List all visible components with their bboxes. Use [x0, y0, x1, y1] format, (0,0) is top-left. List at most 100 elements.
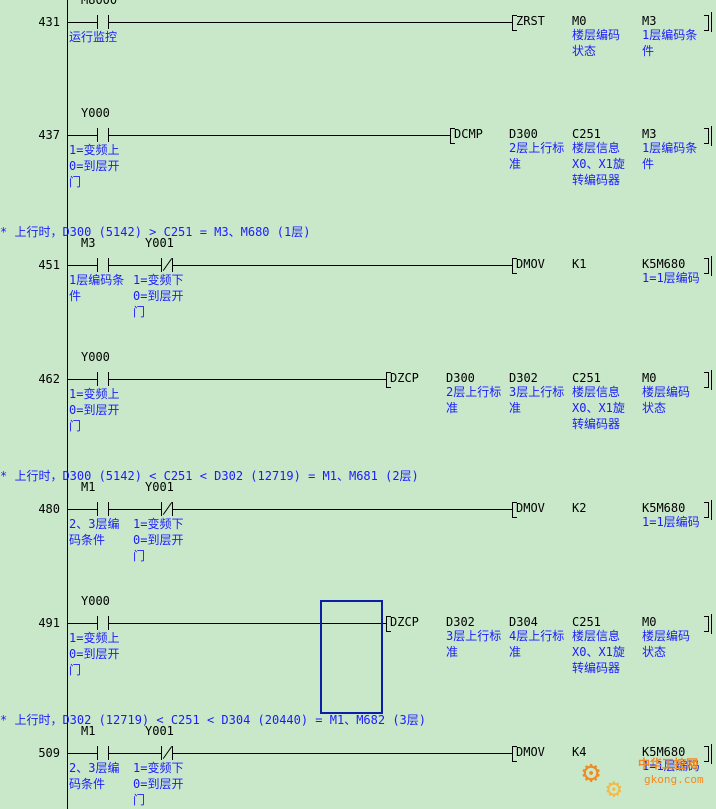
- left-power-rail: [67, 0, 68, 809]
- instruction-mnemonic[interactable]: DMOV: [516, 257, 545, 271]
- contact-comment: 1层编码条: [69, 273, 125, 287]
- no-contact[interactable]: [97, 746, 109, 760]
- step-number: 491: [38, 616, 60, 630]
- rung-wire: [68, 753, 512, 754]
- no-contact[interactable]: [97, 372, 109, 386]
- contact-comment: 门: [133, 793, 146, 807]
- operand-comment: 楼层信息: [572, 141, 621, 155]
- operand-device[interactable]: C251: [572, 127, 601, 141]
- right-power-rail: [711, 12, 712, 32]
- contact-comment: 运行监控: [69, 30, 118, 44]
- operand-device[interactable]: K5M680: [642, 501, 686, 515]
- operand-comment: 楼层编码: [642, 629, 691, 643]
- contact-comment: 0=到层开: [133, 777, 184, 791]
- operand-device[interactable]: C251: [572, 615, 601, 629]
- rung-wire: [68, 22, 512, 23]
- contact-device-label: Y001: [145, 724, 174, 738]
- selection-cursor[interactable]: [320, 600, 383, 714]
- no-contact[interactable]: [97, 15, 109, 29]
- operand-device[interactable]: K5M680: [642, 745, 686, 759]
- instruction-mnemonic[interactable]: DMOV: [516, 745, 545, 759]
- operand-comment: 楼层编码: [572, 28, 621, 42]
- operand-comment: 3层上行标: [446, 629, 502, 643]
- operand-device[interactable]: D302: [446, 615, 475, 629]
- gear-icon: ⚙: [582, 755, 601, 790]
- operand-comment: 楼层信息: [572, 385, 621, 399]
- contact-comment: 0=到层开: [69, 159, 120, 173]
- contact-device-label: M8000: [81, 0, 118, 7]
- instruction-bracket-close: [704, 372, 709, 388]
- operand-comment: 1=1层编码: [642, 759, 700, 773]
- operand-comment: 件: [642, 44, 655, 58]
- contact-comment: 1=变频上: [69, 143, 120, 157]
- rung-wire: [68, 135, 450, 136]
- step-number: 462: [38, 372, 60, 386]
- contact-device-label: Y001: [145, 236, 174, 250]
- instruction-bracket-open: [386, 372, 391, 388]
- no-contact[interactable]: [97, 616, 109, 630]
- operand-device[interactable]: D300: [509, 127, 538, 141]
- operand-comment: X0、X1旋: [572, 401, 625, 415]
- contact-comment: 1=变频下: [133, 761, 184, 775]
- no-contact[interactable]: [97, 258, 109, 272]
- nc-contact[interactable]: [161, 258, 173, 272]
- operand-comment: 准: [446, 401, 459, 415]
- instruction-bracket-close: [704, 128, 709, 144]
- contact-device-label: M1: [81, 480, 96, 494]
- contact-device-label: Y000: [81, 106, 110, 120]
- contact-comment: 门: [69, 175, 82, 189]
- operand-device[interactable]: D304: [509, 615, 538, 629]
- operand-comment: 准: [446, 645, 459, 659]
- instruction-mnemonic[interactable]: DZCP: [390, 615, 419, 629]
- contact-comment: 0=到层开: [133, 533, 184, 547]
- statement-comment: * 上行时，D302 (12719) < C251 < D304 (20440)…: [0, 713, 427, 727]
- operand-device[interactable]: M0: [642, 615, 657, 629]
- instruction-bracket-close: [704, 258, 709, 274]
- operand-device[interactable]: D300: [446, 371, 475, 385]
- operand-comment: 转编码器: [572, 173, 621, 187]
- statement-comment: * 上行时，D300 (5142) < C251 < D302 (12719) …: [0, 469, 419, 483]
- operand-comment: 状态: [572, 44, 597, 58]
- contact-comment: 门: [133, 305, 146, 319]
- contact-device-label: Y000: [81, 350, 110, 364]
- operand-device[interactable]: M3: [642, 14, 657, 28]
- nc-contact[interactable]: [161, 746, 173, 760]
- contact-comment: 门: [69, 419, 82, 433]
- no-contact[interactable]: [97, 128, 109, 142]
- operand-device[interactable]: K2: [572, 501, 587, 515]
- operand-device[interactable]: M3: [642, 127, 657, 141]
- operand-comment: 1=1层编码: [642, 271, 700, 285]
- operand-comment: 件: [642, 157, 655, 171]
- instruction-mnemonic[interactable]: DMOV: [516, 501, 545, 515]
- operand-comment: 楼层信息: [572, 629, 621, 643]
- nc-contact[interactable]: [161, 502, 173, 516]
- instruction-mnemonic[interactable]: DZCP: [390, 371, 419, 385]
- operand-device[interactable]: M0: [642, 371, 657, 385]
- contact-comment: 2、3层编: [69, 761, 120, 775]
- instruction-bracket-close: [704, 616, 709, 632]
- operand-comment: 3层上行标: [509, 385, 565, 399]
- instruction-mnemonic[interactable]: ZRST: [516, 14, 545, 28]
- contact-comment: 0=到层开: [69, 647, 120, 661]
- step-number: 451: [38, 258, 60, 272]
- operand-device[interactable]: K4: [572, 745, 587, 759]
- no-contact[interactable]: [97, 502, 109, 516]
- operand-device[interactable]: K5M680: [642, 257, 686, 271]
- right-power-rail: [711, 256, 712, 276]
- operand-device[interactable]: C251: [572, 371, 601, 385]
- rung-wire: [68, 265, 512, 266]
- watermark: ⚙ ⚙ 中华工控网 gkong.com: [580, 752, 716, 809]
- step-number: 437: [38, 128, 60, 142]
- rung-wire: [68, 509, 512, 510]
- operand-device[interactable]: K1: [572, 257, 587, 271]
- contact-comment: 1=变频下: [133, 273, 184, 287]
- operand-device[interactable]: M0: [572, 14, 587, 28]
- operand-comment: 楼层编码: [642, 385, 691, 399]
- contact-device-label: M3: [81, 236, 96, 250]
- instruction-mnemonic[interactable]: DCMP: [454, 127, 483, 141]
- contact-comment: 2、3层编: [69, 517, 120, 531]
- operand-device[interactable]: D302: [509, 371, 538, 385]
- operand-comment: X0、X1旋: [572, 157, 625, 171]
- contact-device-label: M1: [81, 724, 96, 738]
- right-power-rail: [711, 370, 712, 390]
